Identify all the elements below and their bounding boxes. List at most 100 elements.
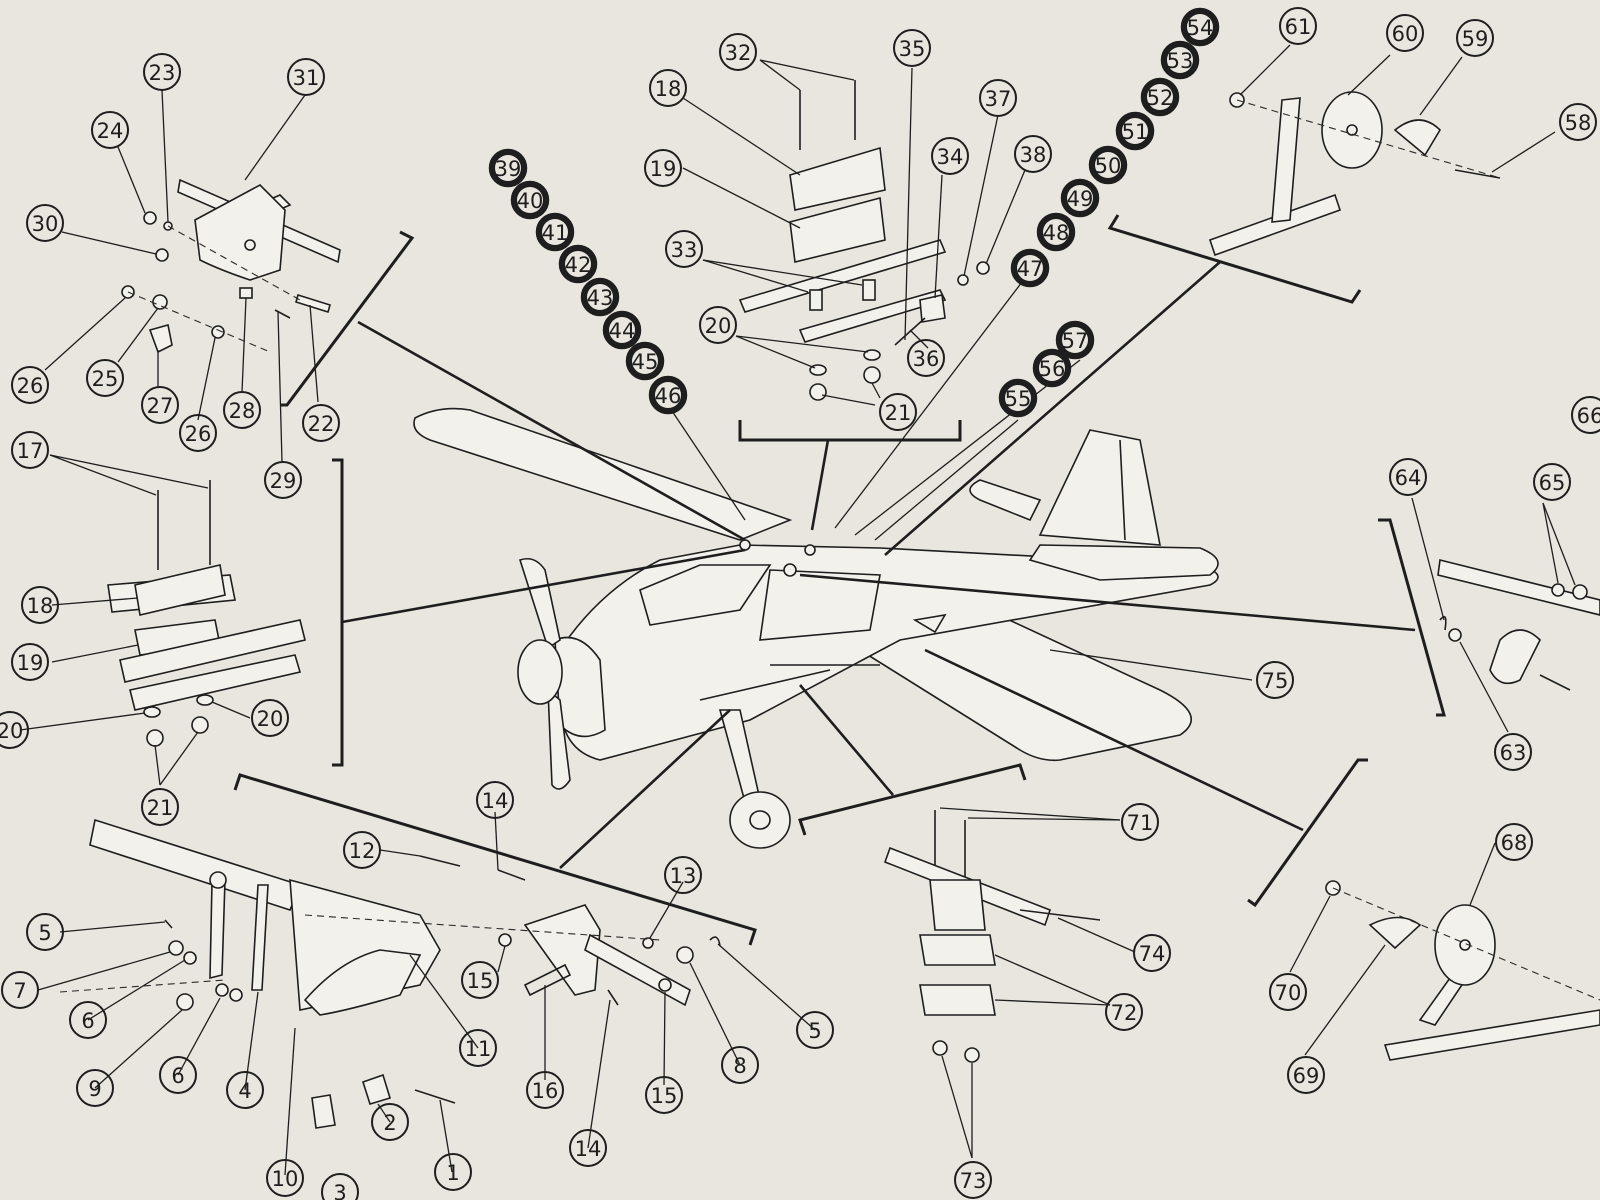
callout-circle — [954, 1161, 992, 1199]
callout-18: 18 — [649, 69, 687, 107]
callout-52: 52 — [1140, 77, 1180, 117]
callout-55: 55 — [998, 378, 1038, 418]
leader-70 — [1289, 895, 1331, 973]
assembly-bottom-center — [883, 810, 1101, 1063]
callout-number: 28 — [229, 399, 256, 423]
washer-6a — [183, 951, 197, 965]
leader-14a — [494, 811, 499, 871]
assembly-axis-3 — [1236, 99, 1501, 179]
callout-63: 63 — [1494, 733, 1532, 771]
callout-circle — [321, 1173, 359, 1200]
callout-labels: 1234556678910111213141415151617181819192… — [0, 7, 1600, 1200]
callout-17: 17 — [11, 431, 49, 469]
callout-circle — [1105, 993, 1143, 1031]
callout-number: 13 — [670, 864, 697, 888]
leader-15a — [497, 945, 506, 973]
callout-circle — [1287, 1056, 1325, 1094]
leader-69 — [1304, 944, 1386, 1056]
callout-number: 26 — [185, 422, 212, 446]
callout-11: 11 — [459, 1029, 497, 1067]
callout-15: 15 — [461, 961, 499, 999]
leader-30 — [244, 94, 306, 181]
callout-circle — [719, 33, 757, 71]
tube-33b — [798, 289, 947, 343]
washer-20b — [196, 694, 214, 706]
callout-68: 68 — [1495, 823, 1533, 861]
callout-circle — [434, 1153, 472, 1191]
bolt-14a — [497, 869, 526, 881]
callout-72: 72 — [1105, 993, 1143, 1031]
leader-61 — [1239, 44, 1291, 96]
callout-number: 58 — [1565, 111, 1592, 135]
callout-14: 14 — [569, 1129, 607, 1167]
callout-60: 60 — [1386, 14, 1424, 52]
assembly-top-right — [1208, 91, 1501, 257]
leader-19-center — [682, 167, 801, 229]
callout-number: 20 — [0, 719, 23, 743]
spacer-2 — [362, 1073, 391, 1105]
callout-number: 31 — [293, 66, 320, 90]
leader-20d — [735, 335, 869, 353]
nut-21d — [863, 366, 881, 384]
shim-3 — [311, 1094, 336, 1129]
nut-15a — [498, 933, 512, 947]
callout-number: 16 — [532, 1079, 559, 1103]
callout-number: 20 — [257, 707, 284, 731]
callout-circle — [893, 29, 931, 67]
callout-circle — [1495, 823, 1533, 861]
callout-circle — [179, 414, 217, 452]
callout-number: 69 — [1293, 1064, 1320, 1088]
rod-end-9 — [176, 993, 194, 1011]
tube-e — [129, 654, 302, 711]
callout-number: 15 — [467, 969, 494, 993]
fairlead-triangle — [912, 613, 947, 634]
leader-21b — [159, 731, 199, 786]
tube-l — [89, 818, 302, 911]
leader-10 — [284, 1027, 296, 1176]
propeller-blade-upper — [518, 557, 561, 650]
lift-strut — [699, 669, 831, 701]
assembly-top-left — [121, 178, 341, 354]
leader-lines — [19, 44, 1576, 1176]
callout-circle — [1389, 458, 1427, 496]
block-18 — [134, 564, 226, 616]
callout-inner — [609, 317, 635, 343]
callout-46: 46 — [648, 375, 688, 415]
leader-46 — [667, 404, 746, 521]
callout-number: 21 — [885, 401, 912, 425]
callout-number: 42 — [565, 253, 592, 277]
callout-71: 71 — [1121, 803, 1159, 841]
callout-53: 53 — [1160, 40, 1200, 80]
block-18-center — [789, 146, 886, 211]
callout-31: 31 — [287, 58, 325, 96]
bolt-36 — [894, 317, 926, 346]
leader-75 — [1049, 649, 1253, 681]
leader-73a — [941, 1055, 973, 1159]
leader-59 — [1419, 56, 1463, 116]
leader-7 — [37, 951, 171, 991]
leader-60 — [1347, 54, 1391, 96]
callout-number: 29 — [270, 469, 297, 493]
nut-73b — [964, 1047, 980, 1063]
assembly-bottom-right — [1325, 880, 1600, 1061]
leader-29 — [61, 231, 157, 255]
bolt-1 — [414, 1089, 456, 1104]
callout-41: 41 — [535, 212, 575, 252]
leader-33a — [702, 259, 809, 293]
leader-21c — [821, 394, 876, 406]
callout-number: 48 — [1043, 221, 1070, 245]
callout-number: 45 — [632, 350, 659, 374]
callout-number: 52 — [1147, 86, 1174, 110]
callout-circle — [343, 831, 381, 869]
bracket-top-right — [1107, 214, 1362, 304]
callout-circle — [459, 1029, 497, 1067]
callout-inner — [1043, 219, 1069, 245]
block-19-center — [789, 196, 886, 263]
leader-26b — [197, 337, 216, 421]
leader-74 — [1057, 917, 1136, 953]
callout-circle — [796, 1011, 834, 1049]
callout-inner — [517, 187, 543, 213]
callout-number: 4 — [238, 1079, 251, 1103]
spacer-b — [862, 279, 876, 301]
callout-circle — [721, 1046, 759, 1084]
